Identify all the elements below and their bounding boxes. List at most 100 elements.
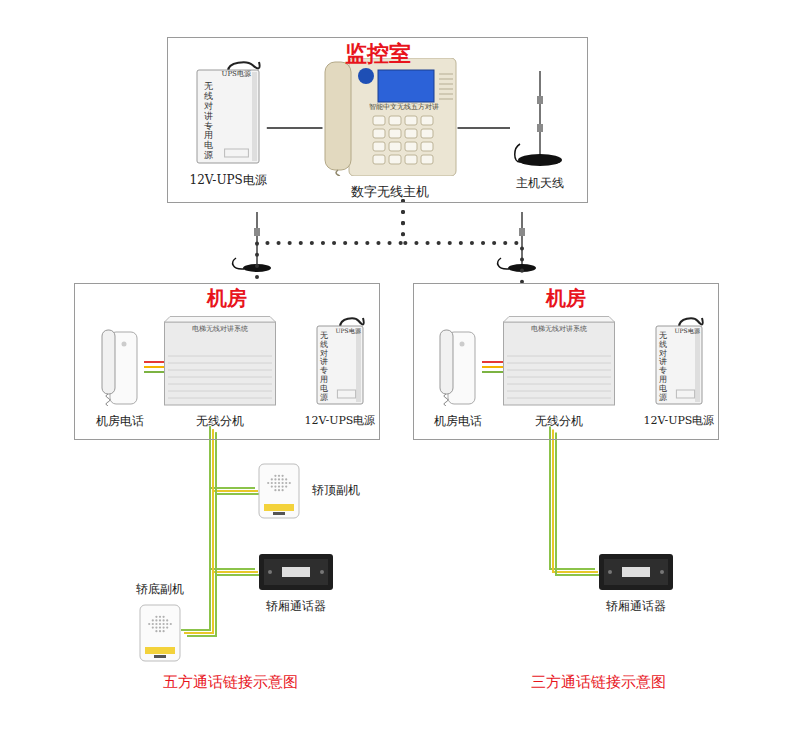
speaker-grille — [285, 482, 287, 484]
connector-line — [482, 371, 503, 373]
speaker-grille — [152, 626, 154, 628]
speaker-grille — [155, 619, 157, 621]
speaker-grille — [163, 615, 165, 617]
speaker-grille — [163, 630, 165, 632]
phone-illustration — [100, 328, 140, 406]
speaker-illustration — [258, 463, 300, 519]
speaker-grille — [285, 478, 287, 480]
device-node: 无线分机 — [503, 316, 615, 430]
speaker-grille — [282, 489, 284, 491]
device-node: 机房电话 — [434, 328, 482, 430]
ext-rib — [168, 391, 272, 392]
ext-rib — [168, 398, 272, 399]
speaker-strip — [264, 504, 294, 511]
phone-button — [460, 342, 465, 347]
intercom-face — [604, 559, 668, 585]
speaker-grille — [271, 482, 273, 484]
device-picture — [100, 328, 140, 406]
speaker-grille — [163, 622, 165, 624]
intercom-illustration — [598, 553, 674, 591]
intercom-screw — [320, 570, 324, 574]
host-key — [421, 116, 433, 125]
ext-rib — [168, 384, 272, 385]
host-key — [389, 142, 401, 151]
ext-rib — [168, 370, 272, 371]
antenna-mast — [539, 71, 541, 156]
host-key — [421, 142, 433, 151]
connector-line — [144, 361, 164, 363]
device-label: 12V-UPS电源 — [305, 414, 376, 428]
device-node: 主机天线 — [510, 68, 570, 192]
connector-line — [458, 127, 511, 129]
antenna-base — [518, 154, 562, 166]
device-label: 无线分机 — [196, 414, 244, 430]
intercom-face — [264, 559, 328, 585]
device-label: 无线分机 — [535, 414, 583, 430]
intercom-screw — [660, 570, 664, 574]
cable-connector — [550, 427, 601, 575]
ext-case — [504, 322, 615, 405]
connector-line — [213, 430, 258, 491]
host-key — [405, 116, 417, 125]
ext-rib — [507, 391, 611, 392]
connector-line — [482, 366, 503, 368]
connector-line — [144, 366, 164, 368]
antenna-cable — [515, 144, 520, 162]
speaker-grille — [155, 615, 157, 617]
ext-rib — [168, 356, 272, 357]
speaker-grille — [282, 475, 284, 477]
ext-rib — [168, 363, 272, 364]
connector-line — [184, 430, 213, 633]
device-label: 机房电话 — [434, 414, 482, 430]
connector-line — [403, 201, 522, 283]
cable-connector — [458, 128, 511, 129]
room-heading: 机房 — [414, 284, 718, 310]
ext-rib — [168, 377, 272, 378]
ups-side — [695, 328, 700, 402]
speaker-grille — [282, 482, 284, 484]
ext-top — [165, 317, 276, 323]
ups-panel — [676, 390, 694, 398]
host-body — [349, 58, 456, 176]
speaker-grille — [274, 475, 276, 477]
intercom-screw — [608, 570, 612, 574]
speaker-grille — [166, 622, 168, 624]
speaker-grille — [159, 615, 161, 617]
antenna-cable — [233, 258, 244, 269]
speaker-foot — [154, 655, 166, 658]
connector-line — [216, 433, 261, 575]
host-print — [439, 99, 453, 100]
speaker-grille — [278, 486, 280, 488]
wireless-link — [403, 201, 522, 283]
host-print — [439, 74, 453, 75]
connector-line — [144, 371, 164, 373]
phone-button — [122, 342, 127, 347]
intercom-illustration — [258, 553, 334, 591]
speaker-foot — [273, 512, 285, 515]
ext-top — [504, 317, 615, 323]
antenna-coil — [537, 124, 543, 132]
cable-connector — [482, 362, 503, 372]
speaker-grille — [274, 478, 276, 480]
host-key — [421, 155, 433, 164]
room-box: 机房电话 无线分机 12V-UPS电源 机房 — [413, 283, 719, 440]
ups-case — [317, 326, 363, 404]
phone-handset — [440, 330, 453, 394]
ups-case — [197, 70, 259, 163]
speaker-grille — [278, 482, 280, 484]
room-box: 12V-UPS电源数字无线主机主机天线监控室 — [167, 37, 588, 203]
device-label: 机房电话 — [96, 414, 144, 430]
device-label: 12V-UPS电源 — [644, 414, 715, 428]
ext-rib — [507, 356, 611, 357]
host-key — [373, 129, 385, 138]
host-key — [405, 142, 417, 151]
speaker-grille — [159, 630, 161, 632]
speaker-grille — [271, 486, 273, 488]
host-key — [373, 155, 385, 164]
device-label: 主机天线 — [516, 176, 564, 192]
cable-connector — [210, 427, 261, 575]
diagram-caption: 三方通话链接示意图 — [531, 673, 666, 691]
device-print: 无线对讲专用电源 — [320, 332, 328, 402]
speaker-grille — [267, 482, 269, 484]
